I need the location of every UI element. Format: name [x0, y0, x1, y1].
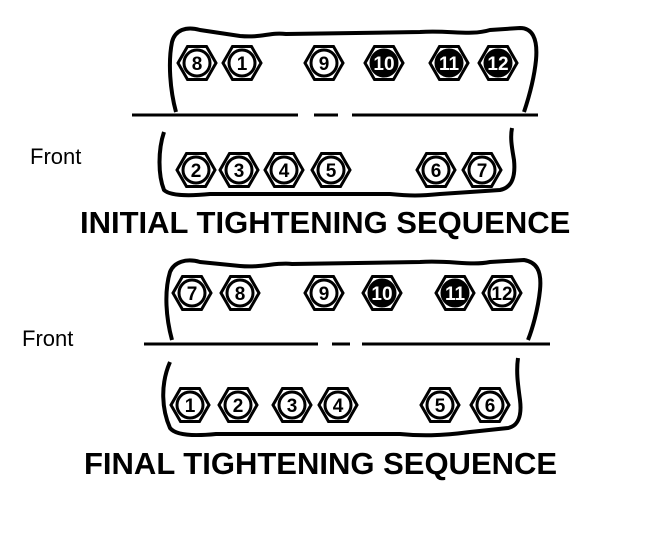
- sequence-title: INITIAL TIGHTENING SEQUENCE: [80, 205, 570, 240]
- bolt-12: 12: [477, 45, 519, 81]
- cylinder-head-outline-top: [167, 26, 539, 113]
- cylinder-head-outline-bottom: [161, 357, 523, 438]
- bolt-washer: [175, 390, 205, 420]
- bolt-washer: [269, 155, 299, 185]
- bolt-3: 3: [218, 152, 260, 188]
- bolt-row-bottom: 2 3 4 5 6 7: [175, 152, 503, 188]
- bolt-number-label: 7: [477, 161, 488, 182]
- bolt-washer: [309, 278, 339, 308]
- bolt-11: 11: [434, 275, 476, 311]
- bolt-3: 3: [271, 387, 313, 423]
- bolt-washer: [467, 155, 497, 185]
- bolt-washer: [309, 48, 339, 78]
- bolt-washer: [182, 48, 212, 78]
- bolt-washer: [224, 155, 254, 185]
- initial-sequence-diagram: Front 8 1 9 10 11 12 2 3 4 5 6 7 INITIAL TIGHTENIN…: [30, 26, 570, 240]
- bolt-2: 2: [217, 387, 259, 423]
- bolt-8: 8: [176, 45, 218, 81]
- bolt-7: 7: [461, 152, 503, 188]
- bolt-washer: [487, 278, 517, 308]
- bolt-number-label: 2: [191, 161, 202, 182]
- bolt-washer: [483, 48, 513, 78]
- bolt-washer: [181, 155, 211, 185]
- bolt-number-label: 11: [439, 54, 460, 75]
- bolt-9: 9: [303, 275, 345, 311]
- bolt-7: 7: [171, 275, 213, 311]
- bolt-12: 12: [481, 275, 523, 311]
- bolt-number-label: 10: [373, 54, 394, 75]
- front-label: Front: [22, 326, 73, 351]
- bolt-washer: [369, 48, 399, 78]
- bolt-number-label: 1: [185, 396, 196, 417]
- bolt-11: 11: [428, 45, 470, 81]
- bolt-washer: [440, 278, 470, 308]
- bolt-number-label: 5: [326, 161, 337, 182]
- bolt-washer: [425, 390, 455, 420]
- bolt-washer: [177, 278, 207, 308]
- bolt-number-label: 9: [319, 284, 330, 305]
- cylinder-head-outline-top: [164, 258, 543, 341]
- bolt-number-label: 8: [192, 54, 203, 75]
- bolt-2: 2: [175, 152, 217, 188]
- bolt-number-label: 3: [234, 161, 245, 182]
- bolt-6: 6: [415, 152, 457, 188]
- bolt-6: 6: [469, 387, 511, 423]
- bolt-4: 4: [263, 152, 305, 188]
- bolt-number-label: 7: [187, 284, 198, 305]
- bolt-washer: [277, 390, 307, 420]
- bolt-number-label: 4: [279, 161, 290, 182]
- bolt-number-label: 8: [235, 284, 246, 305]
- bolt-number-label: 3: [287, 396, 298, 417]
- bolt-5: 5: [310, 152, 352, 188]
- bolt-number-label: 6: [431, 161, 442, 182]
- bolt-number-label: 12: [491, 284, 512, 305]
- front-label: Front: [30, 144, 81, 169]
- bolt-number-label: 4: [333, 396, 344, 417]
- bolt-number-label: 12: [487, 54, 508, 75]
- bolt-washer: [367, 278, 397, 308]
- bolt-number-label: 5: [435, 396, 446, 417]
- bolt-9: 9: [303, 45, 345, 81]
- bolt-washer: [323, 390, 353, 420]
- bolt-row-top: 8 1 9 10 11 12: [176, 45, 519, 81]
- bolt-number-label: 9: [319, 54, 330, 75]
- bolt-1: 1: [221, 45, 263, 81]
- bolt-washer: [316, 155, 346, 185]
- bolt-washer: [434, 48, 464, 78]
- bolt-washer: [225, 278, 255, 308]
- bolt-row-bottom: 1 2 3 4 5 6: [169, 387, 511, 423]
- bolt-1: 1: [169, 387, 211, 423]
- bolt-number-label: 6: [485, 396, 496, 417]
- bolt-4: 4: [317, 387, 359, 423]
- bolt-number-label: 10: [371, 284, 392, 305]
- bolt-washer: [227, 48, 257, 78]
- bolt-10: 10: [363, 45, 405, 81]
- bolt-number-label: 2: [233, 396, 244, 417]
- cylinder-head-outline-bottom: [157, 127, 517, 198]
- bolt-washer: [223, 390, 253, 420]
- bolt-row-top: 7 8 9 10 11 12: [171, 275, 523, 311]
- bolt-10: 10: [361, 275, 403, 311]
- bolt-5: 5: [419, 387, 461, 423]
- bolt-washer: [421, 155, 451, 185]
- bolt-number-label: 1: [237, 54, 248, 75]
- bolt-8: 8: [219, 275, 261, 311]
- bolt-washer: [475, 390, 505, 420]
- bolt-number-label: 11: [445, 284, 466, 305]
- sequence-title: FINAL TIGHTENING SEQUENCE: [84, 446, 557, 481]
